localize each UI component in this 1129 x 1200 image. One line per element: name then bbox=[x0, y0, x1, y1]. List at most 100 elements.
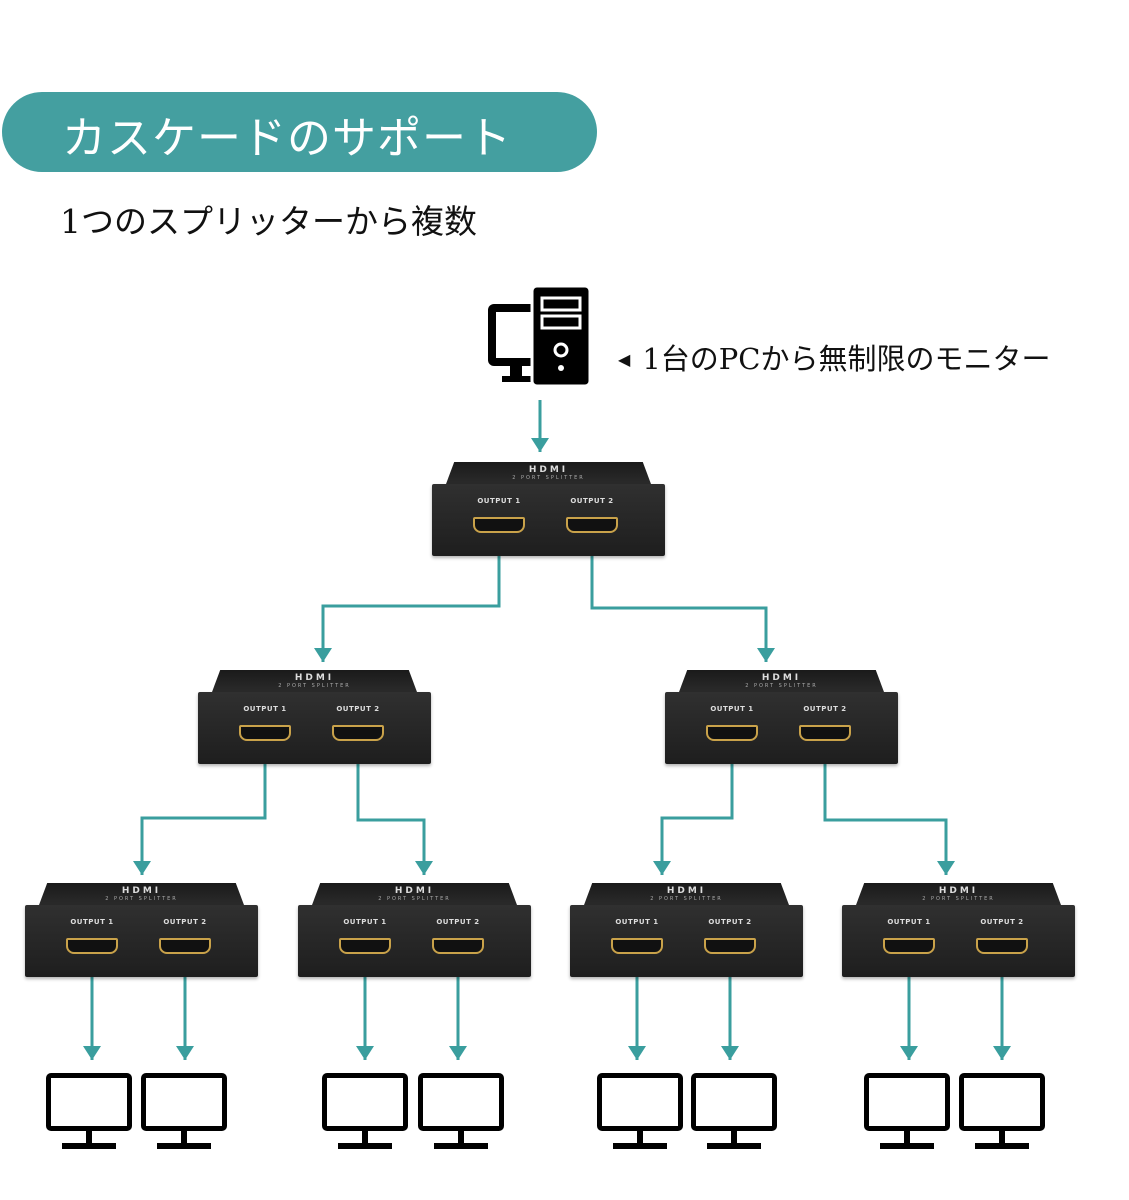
splitter-front: OUTPUT 1 OUTPUT 2 bbox=[665, 692, 898, 764]
splitter-model: 2 PORT SPLITTER bbox=[512, 475, 585, 481]
output-1-label: OUTPUT 1 bbox=[710, 705, 754, 713]
splitter-model: 2 PORT SPLITTER bbox=[745, 683, 818, 689]
output-2-label: OUTPUT 2 bbox=[336, 705, 380, 713]
wire bbox=[823, 734, 948, 875]
arrow-head-icon bbox=[133, 861, 151, 875]
monitor-icon bbox=[418, 1073, 504, 1151]
splitter-front: OUTPUT 1 OUTPUT 2 bbox=[432, 484, 665, 556]
splitter-brand: HDMI bbox=[761, 673, 802, 683]
arrow-head-icon bbox=[900, 1046, 918, 1060]
splitter-model: 2 PORT SPLITTER bbox=[278, 683, 351, 689]
hdmi-port-icon bbox=[66, 938, 118, 954]
hdmi-port-icon bbox=[566, 517, 618, 533]
monitor-icon bbox=[46, 1073, 132, 1151]
title: カスケードのサポート bbox=[62, 113, 512, 164]
arrow-head-icon bbox=[993, 1046, 1011, 1060]
hdmi-port-icon bbox=[706, 725, 758, 741]
wire bbox=[660, 734, 734, 875]
arrow-head-icon bbox=[449, 1046, 467, 1060]
splitter-model: 2 PORT SPLITTER bbox=[105, 896, 178, 902]
output-1-label: OUTPUT 1 bbox=[615, 918, 659, 926]
splitter-brand: HDMI bbox=[394, 886, 435, 896]
arrow-head-icon bbox=[314, 648, 332, 662]
monitor-icon bbox=[959, 1073, 1045, 1151]
hdmi-port-icon bbox=[473, 517, 525, 533]
hdmi-port-icon bbox=[159, 938, 211, 954]
subtitle: 1つのスプリッターから複数 bbox=[60, 202, 477, 241]
splitter-model: 2 PORT SPLITTER bbox=[650, 896, 723, 902]
splitter-front: OUTPUT 1 OUTPUT 2 bbox=[842, 905, 1075, 977]
splitter-brand: HDMI bbox=[666, 886, 707, 896]
hdmi-port-icon bbox=[339, 938, 391, 954]
splitter-brand: HDMI bbox=[528, 465, 569, 475]
hdmi-port-icon bbox=[976, 938, 1028, 954]
pointer-icon: ◀ bbox=[618, 350, 631, 369]
splitter-front: OUTPUT 1 OUTPUT 2 bbox=[198, 692, 431, 764]
arrow-head-icon bbox=[531, 438, 549, 452]
monitor-icon bbox=[141, 1073, 227, 1151]
hdmi-port-icon bbox=[239, 725, 291, 741]
output-1-label: OUTPUT 1 bbox=[70, 918, 114, 926]
pc-label-text: 1台のPCから無制限のモニター bbox=[642, 342, 1051, 376]
desktop-pc-icon bbox=[488, 286, 592, 388]
splitter-model: 2 PORT SPLITTER bbox=[922, 896, 995, 902]
output-2-label: OUTPUT 2 bbox=[570, 497, 614, 505]
wire bbox=[140, 734, 267, 875]
hdmi-port-icon bbox=[799, 725, 851, 741]
title-banner: カスケードのサポート bbox=[2, 92, 597, 172]
output-2-label: OUTPUT 2 bbox=[708, 918, 752, 926]
arrow-head-icon bbox=[176, 1046, 194, 1060]
splitter-brand: HDMI bbox=[938, 886, 979, 896]
output-1-label: OUTPUT 1 bbox=[343, 918, 387, 926]
splitter-front: OUTPUT 1 OUTPUT 2 bbox=[25, 905, 258, 977]
hdmi-port-icon bbox=[611, 938, 663, 954]
hdmi-port-icon bbox=[432, 938, 484, 954]
monitor-icon bbox=[864, 1073, 950, 1151]
output-1-label: OUTPUT 1 bbox=[887, 918, 931, 926]
hdmi-port-icon bbox=[704, 938, 756, 954]
wire bbox=[321, 526, 501, 662]
splitter-model: 2 PORT SPLITTER bbox=[378, 896, 451, 902]
monitor-icon bbox=[597, 1073, 683, 1151]
arrow-head-icon bbox=[721, 1046, 739, 1060]
output-1-label: OUTPUT 1 bbox=[477, 497, 521, 505]
hdmi-port-icon bbox=[883, 938, 935, 954]
splitter-front: OUTPUT 1 OUTPUT 2 bbox=[298, 905, 531, 977]
arrow-head-icon bbox=[628, 1046, 646, 1060]
wire bbox=[590, 526, 768, 662]
arrow-head-icon bbox=[83, 1046, 101, 1060]
output-1-label: OUTPUT 1 bbox=[243, 705, 287, 713]
output-2-label: OUTPUT 2 bbox=[163, 918, 207, 926]
monitor-icon bbox=[691, 1073, 777, 1151]
arrow-head-icon bbox=[415, 861, 433, 875]
splitter-brand: HDMI bbox=[294, 673, 335, 683]
output-2-label: OUTPUT 2 bbox=[436, 918, 480, 926]
arrow-head-icon bbox=[653, 861, 671, 875]
output-2-label: OUTPUT 2 bbox=[980, 918, 1024, 926]
monitor-icon bbox=[322, 1073, 408, 1151]
wire bbox=[356, 734, 426, 875]
arrow-head-icon bbox=[937, 861, 955, 875]
hdmi-port-icon bbox=[332, 725, 384, 741]
splitter-front: OUTPUT 1 OUTPUT 2 bbox=[570, 905, 803, 977]
output-2-label: OUTPUT 2 bbox=[803, 705, 847, 713]
pc-label: ◀ 1台のPCから無制限のモニター bbox=[618, 336, 1050, 378]
splitter-brand: HDMI bbox=[121, 886, 162, 896]
arrow-head-icon bbox=[356, 1046, 374, 1060]
arrow-head-icon bbox=[757, 648, 775, 662]
